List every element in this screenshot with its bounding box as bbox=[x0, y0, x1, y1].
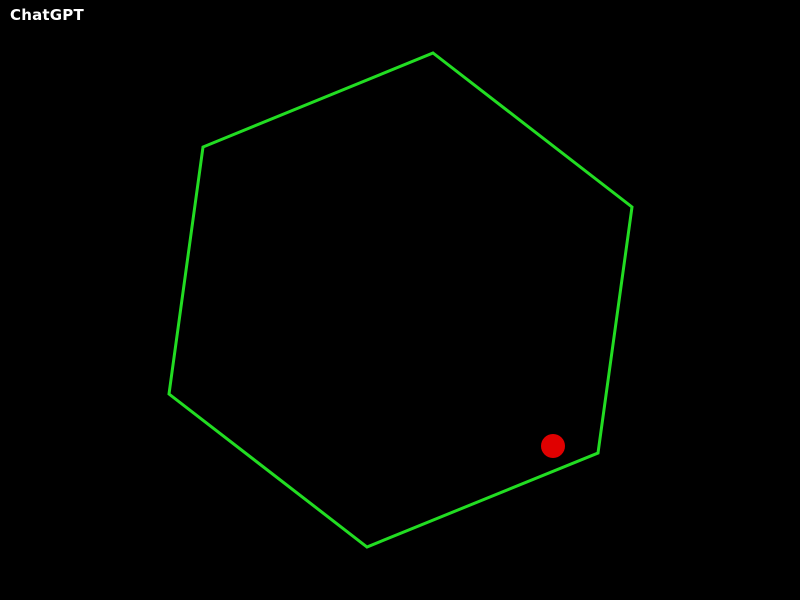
rotating-hexagon bbox=[167, 51, 634, 549]
bouncing-ball bbox=[541, 434, 565, 458]
window-title: ChatGPT bbox=[10, 6, 84, 24]
